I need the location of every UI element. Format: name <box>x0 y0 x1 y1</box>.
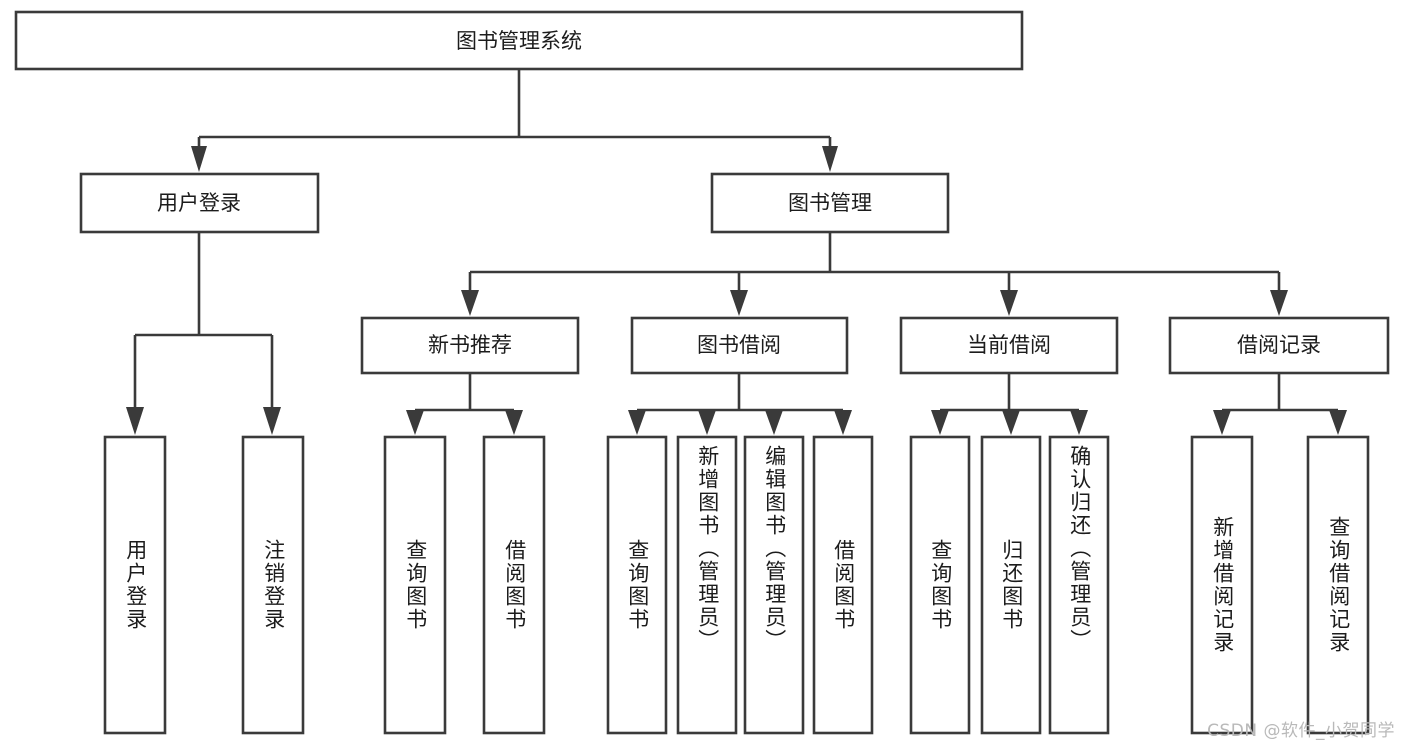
arrow-head-user-login <box>191 146 207 172</box>
arrow-head-leaf-edit-book <box>765 410 783 435</box>
arrow-head-leaf-return-book <box>1002 410 1020 435</box>
arrow-head-leaf-query-book-rec <box>406 410 424 435</box>
edge-group-borrowrecord-to-leaves <box>1213 373 1347 435</box>
arrow-head-leaf-user-login <box>126 407 144 435</box>
node-book-manage-box[interactable] <box>710 172 950 234</box>
node-book-manage-label: 图书管理 <box>788 191 872 215</box>
leaf-add-record-box[interactable] <box>1190 435 1254 735</box>
arrow-head-leaf-add-book <box>698 410 716 435</box>
leaf-user-login-box[interactable] <box>103 435 167 735</box>
edge-group-userlogin-to-leaves <box>126 232 281 435</box>
leaf-add-book-box[interactable] <box>676 435 738 735</box>
leaf-borrow-book-rec-box[interactable] <box>482 435 546 735</box>
arrow-head-borrow-record <box>1270 290 1288 316</box>
node-root[interactable]: 图书管理系统 <box>14 10 1024 71</box>
leaf-query-book-borrow-box[interactable] <box>606 435 668 735</box>
node-borrow-record[interactable]: 借阅记录 <box>1168 316 1390 375</box>
leaf-borrow-book-box[interactable] <box>812 435 874 735</box>
arrow-head-book-borrow <box>730 290 748 316</box>
node-book-borrow-box[interactable] <box>630 316 849 375</box>
node-user-login-box[interactable] <box>79 172 320 234</box>
leaf-edit-book-box[interactable] <box>743 435 805 735</box>
leaf-boxes <box>103 435 1370 735</box>
arrow-head-leaf-confirm-return <box>1070 410 1088 435</box>
arrow-head-leaf-query-book-borrow <box>628 410 646 435</box>
edge-group-currentborrow-to-leaves <box>931 373 1088 435</box>
node-root-label: 图书管理系统 <box>456 29 582 53</box>
arrow-head-leaf-borrow-book <box>834 410 852 435</box>
node-book-borrow-label: 图书借阅 <box>697 333 781 357</box>
leaf-query-book-current-box[interactable] <box>909 435 971 735</box>
edge-group-root-to-level2 <box>191 69 838 172</box>
node-book-borrow[interactable]: 图书借阅 <box>630 316 849 375</box>
node-current-borrow[interactable]: 当前借阅 <box>899 316 1119 375</box>
arrow-head-current-borrow <box>1000 290 1018 316</box>
node-user-login-label: 用户登录 <box>157 191 241 215</box>
arrow-head-leaf-borrow-book-rec <box>505 410 523 435</box>
arrow-head-leaf-user-logout <box>263 407 281 435</box>
watermark: CSDN @软件_小贺同学 <box>1207 721 1395 741</box>
edge-group-bookmanage-to-level3 <box>461 232 1288 316</box>
arrow-head-book-manage <box>822 146 838 172</box>
node-borrow-record-label: 借阅记录 <box>1237 333 1321 357</box>
arrow-head-leaf-query-book-current <box>931 410 949 435</box>
leaf-query-record-box[interactable] <box>1306 435 1370 735</box>
node-current-borrow-box[interactable] <box>899 316 1119 375</box>
leaf-user-logout-box[interactable] <box>241 435 305 735</box>
arrow-head-leaf-query-record <box>1329 410 1347 435</box>
node-current-borrow-label: 当前借阅 <box>967 333 1051 357</box>
arrow-head-leaf-add-record <box>1213 410 1231 435</box>
leaf-return-book-box[interactable] <box>980 435 1042 735</box>
edge-group-newbookrec-to-leaves <box>406 373 523 435</box>
node-new-book-rec-box[interactable] <box>360 316 580 375</box>
leaf-confirm-return-box[interactable] <box>1048 435 1110 735</box>
edge-group-bookborrow-to-leaves <box>628 373 852 435</box>
leaf-query-book-rec-box[interactable] <box>383 435 447 735</box>
node-book-manage[interactable]: 图书管理 <box>710 172 950 234</box>
node-borrow-record-box[interactable] <box>1168 316 1390 375</box>
node-new-book-rec-label: 新书推荐 <box>428 333 512 357</box>
node-user-login[interactable]: 用户登录 <box>79 172 320 234</box>
node-root-box[interactable] <box>14 10 1024 71</box>
node-new-book-rec[interactable]: 新书推荐 <box>360 316 580 375</box>
arrow-head-new-book-rec <box>461 290 479 316</box>
